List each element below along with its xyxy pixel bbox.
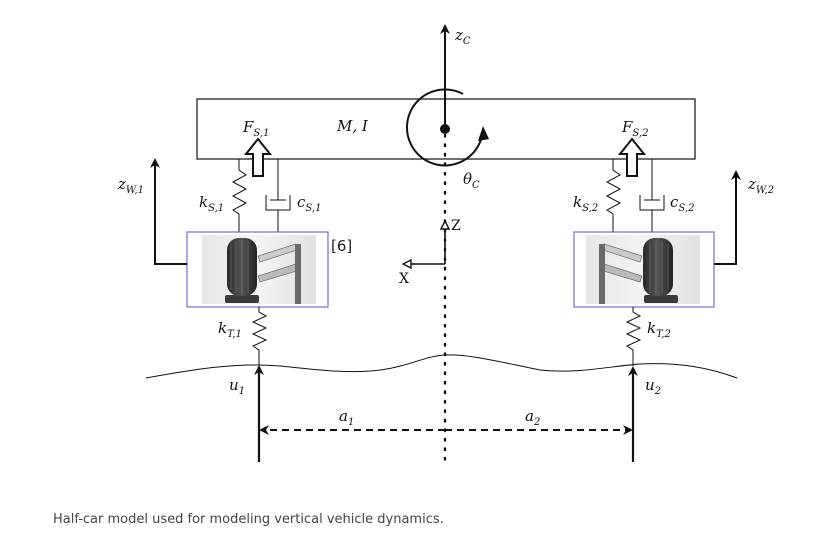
tire-spring-right: [625, 307, 642, 366]
force-left-label: FS,1: [242, 118, 269, 139]
spring-left-label: kS,1: [199, 193, 224, 214]
pitch-rotation-arrow: [406, 88, 483, 167]
zw-left-label: zW,1: [117, 175, 144, 196]
frame-z-label: Z: [451, 218, 461, 234]
zw-left-arrow: [150, 158, 187, 265]
damper-right: [639, 159, 665, 232]
wheel-right-image: [573, 231, 715, 308]
frame-x-label: X: [399, 271, 409, 287]
damper-right-label: cS,2: [670, 193, 694, 214]
zc-label: zC: [454, 26, 471, 47]
coordinate-frame: [404, 222, 445, 264]
road-input-right-label: u2: [645, 376, 661, 397]
mass-inertia-label: M, I: [336, 117, 369, 135]
tire-right-label: kT,2: [647, 319, 671, 340]
theta-c-label: θC: [463, 170, 480, 191]
force-right-label: FS,2: [621, 118, 648, 139]
tire-spring-left: [251, 307, 268, 365]
zw-right-arrow: [714, 170, 741, 265]
pitch-arrowhead-icon: [478, 126, 489, 141]
spring-right-label: kS,2: [573, 193, 598, 214]
figure-caption: Half-car model used for modeling vertica…: [53, 512, 444, 527]
damper-left-label: cS,1: [297, 193, 321, 214]
force-right-arrow-icon: [617, 137, 647, 177]
zw-right-label: zW,2: [747, 175, 774, 196]
damper-left: [265, 159, 291, 232]
center-of-mass: [440, 124, 450, 134]
wheel-left-image: [186, 231, 329, 308]
distance-a2-label: a2: [525, 407, 540, 428]
tire-left-label: kT,1: [218, 319, 242, 340]
spring-right: [605, 159, 622, 232]
spring-left: [231, 159, 248, 232]
reference-label: [6]: [331, 237, 352, 255]
force-left-arrow-icon: [243, 137, 273, 177]
distance-a1-label: a1: [339, 407, 354, 428]
road-profile: [145, 354, 738, 379]
road-input-left-label: u1: [229, 376, 245, 397]
